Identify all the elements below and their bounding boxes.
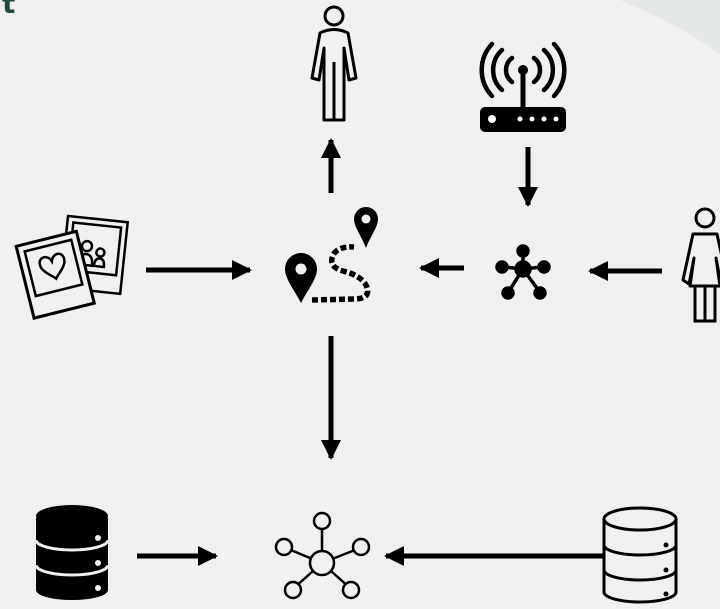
person-icon bbox=[310, 5, 358, 122]
edges bbox=[137, 138, 662, 566]
person-icon bbox=[681, 207, 720, 323]
corner-decoration bbox=[620, 0, 720, 55]
network-hub-icon bbox=[274, 511, 371, 600]
network-hub-icon bbox=[495, 244, 551, 300]
corner-text: t bbox=[2, 0, 16, 20]
route-map-icon bbox=[285, 207, 378, 303]
database-icon bbox=[602, 506, 678, 604]
database-icon bbox=[34, 505, 110, 600]
wifi-router-icon bbox=[479, 41, 567, 132]
photos-icon bbox=[14, 214, 130, 320]
